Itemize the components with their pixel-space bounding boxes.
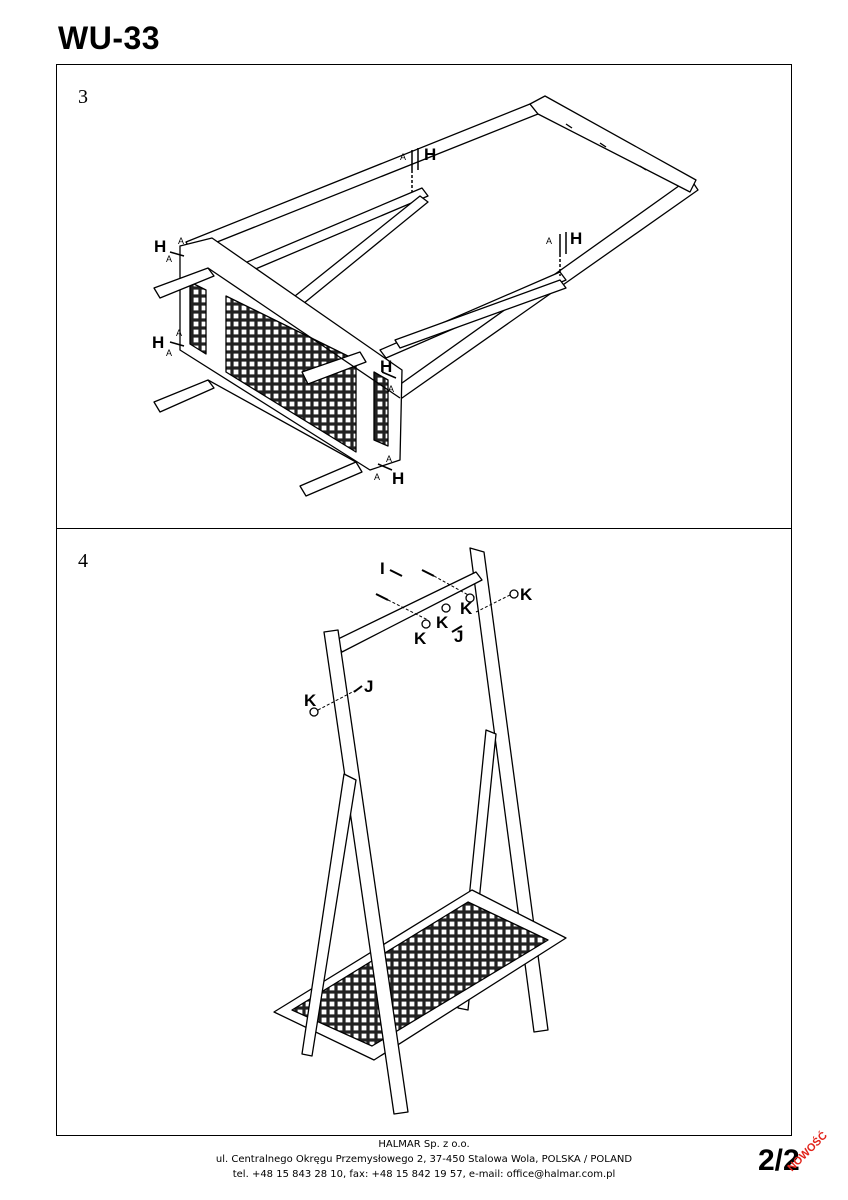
step-divider	[56, 528, 792, 529]
label-k: K	[304, 691, 317, 710]
label-h: H	[380, 357, 392, 376]
bolt-k	[421, 619, 431, 629]
label-h: H	[154, 237, 166, 256]
label-j: J	[364, 677, 373, 696]
label-k: K	[436, 613, 449, 632]
label-h: H	[570, 229, 582, 248]
label-k: K	[460, 599, 473, 618]
label-k: K	[414, 629, 427, 648]
leg-1	[153, 267, 215, 299]
label-a: A	[178, 236, 184, 246]
model-title: WU-33	[58, 20, 161, 56]
label-a: A	[166, 254, 172, 264]
label-h: H	[424, 145, 436, 164]
shelf-grid	[291, 901, 549, 1047]
bolt-k	[509, 589, 519, 599]
instruction-frame	[56, 64, 792, 1136]
label-a: A	[546, 236, 552, 246]
footer-company: HALMAR Sp. z o.o.	[378, 1139, 470, 1150]
bolt-k	[441, 603, 451, 613]
top-crossbar	[529, 95, 697, 193]
label-a: A	[176, 328, 182, 338]
front-upright-left	[323, 629, 409, 1115]
front-upright-right	[301, 773, 357, 1057]
back-upright-right	[469, 547, 549, 1033]
label-h: H	[152, 333, 164, 352]
bolt-k	[465, 593, 475, 603]
shelf-grid-left	[189, 281, 207, 355]
step-3-illustration	[153, 95, 699, 497]
footer-address: ul. Centralnego Okręgu Przemysłowego 2, …	[215, 1154, 633, 1165]
label-a: A	[374, 472, 380, 482]
leg-2	[153, 379, 215, 413]
step-3-number: 3	[78, 86, 88, 108]
step-4-illustration	[273, 547, 567, 1115]
leg-4	[299, 461, 363, 497]
upper-rail	[185, 103, 539, 253]
step-4-number: 4	[78, 550, 88, 572]
shelf-grid-right	[373, 371, 389, 447]
leg-3	[301, 351, 367, 385]
label-h: H	[392, 469, 404, 488]
label-a: A	[386, 454, 392, 464]
footer-contact: tel. +48 15 843 28 10, fax: +48 15 842 1…	[232, 1169, 616, 1180]
label-j: J	[454, 627, 463, 646]
label-a: A	[166, 348, 172, 358]
label-k: K	[520, 585, 533, 604]
page-number: 2/2	[758, 1144, 800, 1177]
label-a: A	[400, 152, 406, 162]
label-a: A	[388, 384, 394, 394]
label-i: I	[380, 559, 385, 578]
brace-c	[289, 195, 429, 309]
brace-d	[394, 279, 567, 349]
bolt-k	[309, 707, 319, 717]
